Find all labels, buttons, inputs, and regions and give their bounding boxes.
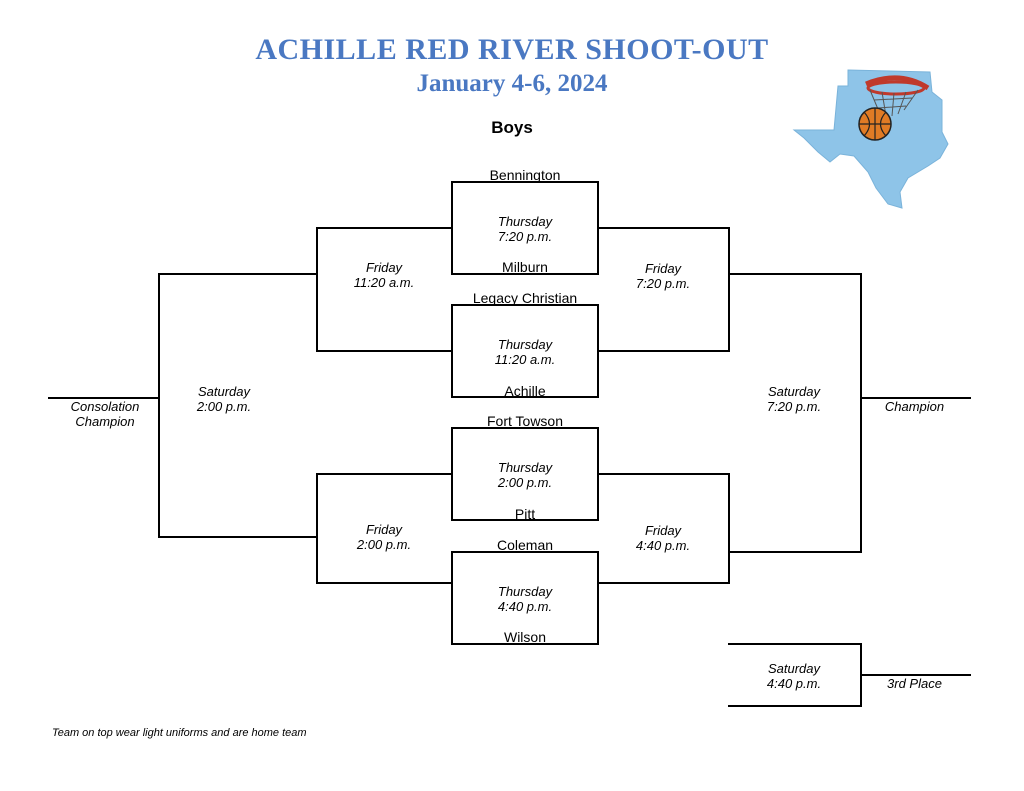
bracket-line [597, 473, 730, 475]
team-name: Wilson [503, 629, 546, 645]
tournament-title: ACHILLE RED RIVER SHOOT-OUT [255, 33, 769, 66]
bracket-line [860, 674, 971, 676]
bracket-line [316, 473, 318, 584]
bracket-line [451, 181, 599, 183]
bracket-line [316, 582, 453, 584]
third-place-label: 3rd Place [887, 676, 942, 691]
bracket-line [597, 551, 599, 645]
team-name: Legacy Christian [472, 290, 578, 306]
bracket-line [316, 473, 453, 475]
bracket-line [597, 350, 730, 352]
bracket-line [316, 227, 453, 229]
division-label: Boys [491, 118, 533, 137]
bracket-line [451, 427, 599, 429]
footer-note: Team on top wear light uniforms and are … [52, 727, 307, 739]
champion-label: Champion [884, 399, 945, 414]
bracket-line [597, 227, 730, 229]
bracket-line [451, 396, 599, 398]
bracket-line [316, 227, 318, 352]
bracket-line [451, 273, 599, 275]
team-name: Milburn [502, 259, 548, 275]
bracket-line [728, 473, 730, 584]
bracket-line [316, 350, 453, 352]
team-name: Coleman [496, 537, 554, 553]
bracket-line [158, 273, 160, 538]
bracket-line [728, 643, 862, 645]
bracket-line [728, 273, 862, 275]
bracket-line [728, 705, 862, 707]
bracket-line [860, 273, 862, 553]
team-name: Achille [504, 383, 546, 399]
team-name: Fort Towson [487, 413, 563, 429]
bracket-line [451, 551, 599, 553]
bracket-line [728, 227, 730, 352]
bracket-line [451, 304, 599, 306]
bracket-line [728, 551, 862, 553]
bracket-line [158, 536, 318, 538]
bracket-line [451, 551, 453, 645]
bracket-line [451, 643, 599, 645]
tournament-dates: January 4-6, 2024 [416, 70, 608, 97]
bracket-line [158, 273, 318, 275]
bracket-line [860, 397, 971, 399]
bracket-line [597, 582, 730, 584]
bracket-line [48, 397, 160, 399]
team-name: Bennington [489, 167, 561, 183]
team-name: Pitt [514, 506, 536, 522]
bracket-line [451, 519, 599, 521]
texas-oklahoma-map-basketball-hoop-icon [792, 69, 949, 209]
